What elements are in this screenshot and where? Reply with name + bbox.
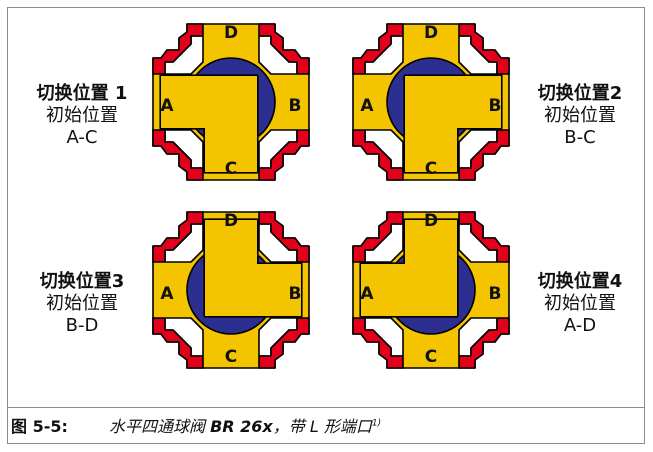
position-3-ports: B-D — [65, 315, 99, 336]
port-top-letter: D — [224, 211, 238, 231]
flange-bracket — [258, 317, 310, 369]
valve-2-flanges — [352, 23, 510, 181]
port-right-letter: B — [289, 96, 302, 116]
flange-bracket — [152, 317, 204, 369]
flange-bracket — [258, 129, 310, 181]
position-3-subtitle: 初始位置 — [46, 293, 118, 314]
flange-set — [152, 23, 204, 181]
valve-3-flanges — [152, 211, 310, 369]
caption-title: 水平四通球阀 BR 26x，带 L 形端口1) — [109, 417, 381, 436]
port-top-letter: D — [424, 23, 438, 43]
position-2-title: 切换位置2 — [537, 83, 623, 104]
flange-bracket — [352, 23, 404, 75]
flange-bracket — [152, 129, 204, 181]
position-2-ports: B-C — [564, 127, 596, 148]
port-left-letter: A — [160, 284, 174, 304]
flange-bracket — [152, 23, 204, 75]
position-3-title: 切换位置3 — [39, 271, 125, 292]
position-2-label: 切换位置2 初始位置 B-C — [520, 83, 640, 149]
flange-bracket — [152, 211, 204, 263]
port-left-letter: A — [360, 284, 374, 304]
port-left-letter: A — [360, 96, 374, 116]
port-top-letter: D — [224, 23, 238, 43]
port-bottom-letter: C — [225, 159, 237, 179]
caption-text-before: 水平四通球阀 — [108, 417, 211, 436]
port-left-letter: A — [160, 96, 174, 116]
figure-caption: 图 5-5: 水平四通球阀 BR 26x，带 L 形端口1) — [11, 413, 381, 437]
port-bottom-letter: C — [225, 347, 237, 367]
position-1-ports: A-C — [66, 127, 98, 148]
valve-3: D C A B — [152, 211, 310, 369]
flange-bracket — [458, 317, 510, 369]
port-right-letter: B — [289, 284, 302, 304]
caption-number: 图 5-5: — [11, 417, 68, 436]
valve-1-passage — [159, 74, 259, 174]
passage-fill — [405, 76, 501, 172]
flange-bracket — [458, 129, 510, 181]
valve-2-passage — [403, 74, 503, 174]
valve-1: D C A B — [152, 23, 310, 181]
port-top-letter: D — [424, 211, 438, 231]
position-3-label: 切换位置3 初始位置 B-D — [22, 271, 142, 337]
flange-bracket — [352, 317, 404, 369]
position-1-label: 切换位置 1 初始位置 A-C — [22, 83, 142, 149]
caption-text-after: ，带 L 形端口 — [272, 417, 372, 436]
valve-4: D C A B — [352, 211, 510, 369]
flange-bracket — [352, 129, 404, 181]
position-4-ports: A-D — [563, 315, 597, 336]
port-bottom-letter: C — [425, 347, 437, 367]
position-4-subtitle: 初始位置 — [544, 293, 616, 314]
valve-1-flanges — [152, 23, 310, 181]
position-2-subtitle: 初始位置 — [544, 105, 616, 126]
position-4-title: 切换位置4 — [537, 271, 623, 292]
valve-3-passage — [203, 218, 303, 318]
flange-bracket — [258, 23, 310, 75]
flange-set — [352, 23, 404, 181]
flange-bracket — [352, 211, 404, 263]
port-bottom-letter: C — [425, 159, 437, 179]
passage-fill — [205, 220, 301, 316]
caption-footnote: 1) — [371, 418, 382, 429]
valve-4-passage — [359, 218, 459, 318]
passage-fill — [161, 76, 257, 172]
flange-bracket — [458, 23, 510, 75]
position-1-title: 切换位置 1 — [36, 83, 128, 104]
passage-fill — [361, 220, 457, 316]
flange-bracket — [458, 211, 510, 263]
figure-frame — [7, 7, 645, 444]
position-4-label: 切换位置4 初始位置 A-D — [520, 271, 640, 337]
caption-model: BR 26x — [210, 417, 273, 436]
port-right-letter: B — [489, 284, 502, 304]
position-1-subtitle: 初始位置 — [46, 105, 118, 126]
caption-divider — [7, 407, 645, 408]
valve-2: D C A B — [352, 23, 510, 181]
flange-set — [152, 211, 204, 369]
flange-bracket — [258, 211, 310, 263]
port-right-letter: B — [489, 96, 502, 116]
valve-4-flanges — [352, 211, 510, 369]
flange-set — [352, 211, 404, 369]
